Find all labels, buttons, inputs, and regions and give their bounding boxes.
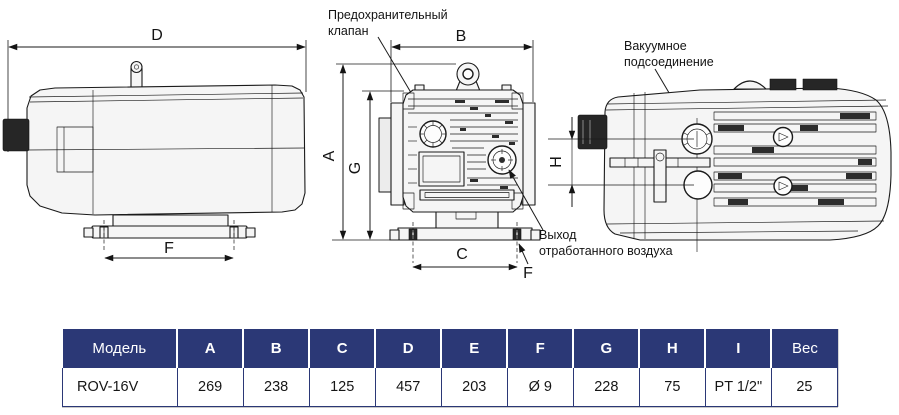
col-header-C: C [309, 329, 377, 368]
safety-valve-label-line1: Предохранительный [328, 8, 448, 22]
cell-E: 203 [440, 368, 508, 407]
dim-label-F2: F [523, 265, 533, 282]
col-header-F: F [507, 329, 575, 368]
exhaust-port-front [487, 145, 517, 175]
vacuum-label-line1: Вакуумное [624, 39, 687, 53]
cell-model: ROV-16V [62, 368, 178, 407]
oil-fitting [130, 60, 143, 93]
dimension-drawing: D F [2, 8, 892, 282]
view-side: D F [2, 27, 307, 262]
base-foot-side [83, 214, 256, 252]
spec-table: Модель A B C D E F G H I Вес ROV-16V 269… [62, 329, 839, 407]
cell-D: 457 [374, 368, 442, 407]
lifting-eye [455, 62, 481, 92]
col-header-weight: Вес [771, 329, 838, 368]
view-top: Вакуумное подсоединение [548, 39, 892, 252]
dim-G: G [347, 90, 404, 240]
cell-B: 238 [242, 368, 310, 407]
col-header-A: A [177, 329, 245, 368]
cell-H: 75 [638, 368, 706, 407]
col-header-D: D [375, 329, 443, 368]
dim-label-D: D [151, 27, 163, 44]
dim-A: A [321, 63, 456, 241]
name-plate [418, 151, 465, 187]
col-header-I: I [705, 329, 773, 368]
dim-F-side: F [104, 240, 234, 262]
cooling-fins-front [408, 98, 518, 189]
cell-C: 125 [308, 368, 376, 407]
cell-A: 269 [176, 368, 244, 407]
top-dome [733, 80, 767, 90]
safety-valve-label-line2: клапан [328, 24, 369, 38]
dim-C: C [412, 246, 518, 271]
dim-label-H: H [548, 156, 565, 168]
view-front: Предохранительный клапан B A G [321, 8, 673, 282]
col-header-E: E [441, 329, 509, 368]
motor-connector-side [2, 118, 30, 152]
cooling-fins-top [713, 111, 877, 207]
col-header-H: H [639, 329, 707, 368]
dim-label-G: G [347, 162, 364, 174]
table-row-rov16v: ROV-16V 269 238 125 457 203 Ø 9 228 75 P… [62, 368, 839, 407]
dim-label-A: A [321, 150, 338, 161]
col-header-G: G [573, 329, 641, 368]
vacuum-label-line2: подсоединение [624, 55, 714, 69]
cell-G: 228 [572, 368, 640, 407]
callout-foot-hole-F: F [518, 243, 533, 282]
bottom-vent-slot [419, 189, 515, 201]
spec-table-header-row: Модель A B C D E F G H I Вес [62, 329, 838, 368]
cell-weight: 25 [770, 368, 839, 407]
dim-label-F: F [164, 240, 174, 257]
top-bracket-left [769, 78, 797, 91]
dim-H: H [548, 117, 694, 207]
pump-body-side [26, 84, 306, 216]
dim-label-B: B [456, 28, 467, 45]
cell-I: PT 1/2" [704, 368, 772, 407]
motor-block [378, 117, 393, 193]
dim-B: B [390, 28, 534, 102]
top-bracket-right [802, 78, 838, 91]
safety-valve-knob [419, 120, 447, 148]
col-header-B: B [243, 329, 311, 368]
callout-safety-valve: Предохранительный клапан [328, 8, 448, 124]
center-bolt-strip [653, 149, 667, 203]
exhaust-label-line1: Выход [539, 228, 577, 242]
motor-connector-top [577, 114, 608, 150]
col-header-model: Модель [62, 329, 179, 368]
callout-exhaust: Выход отработанного воздуха [508, 169, 673, 258]
base-foot-front [389, 211, 541, 263]
dim-label-C: C [456, 246, 468, 263]
cell-F: Ø 9 [506, 368, 574, 407]
exhaust-label-line2: отработанного воздуха [539, 244, 673, 258]
